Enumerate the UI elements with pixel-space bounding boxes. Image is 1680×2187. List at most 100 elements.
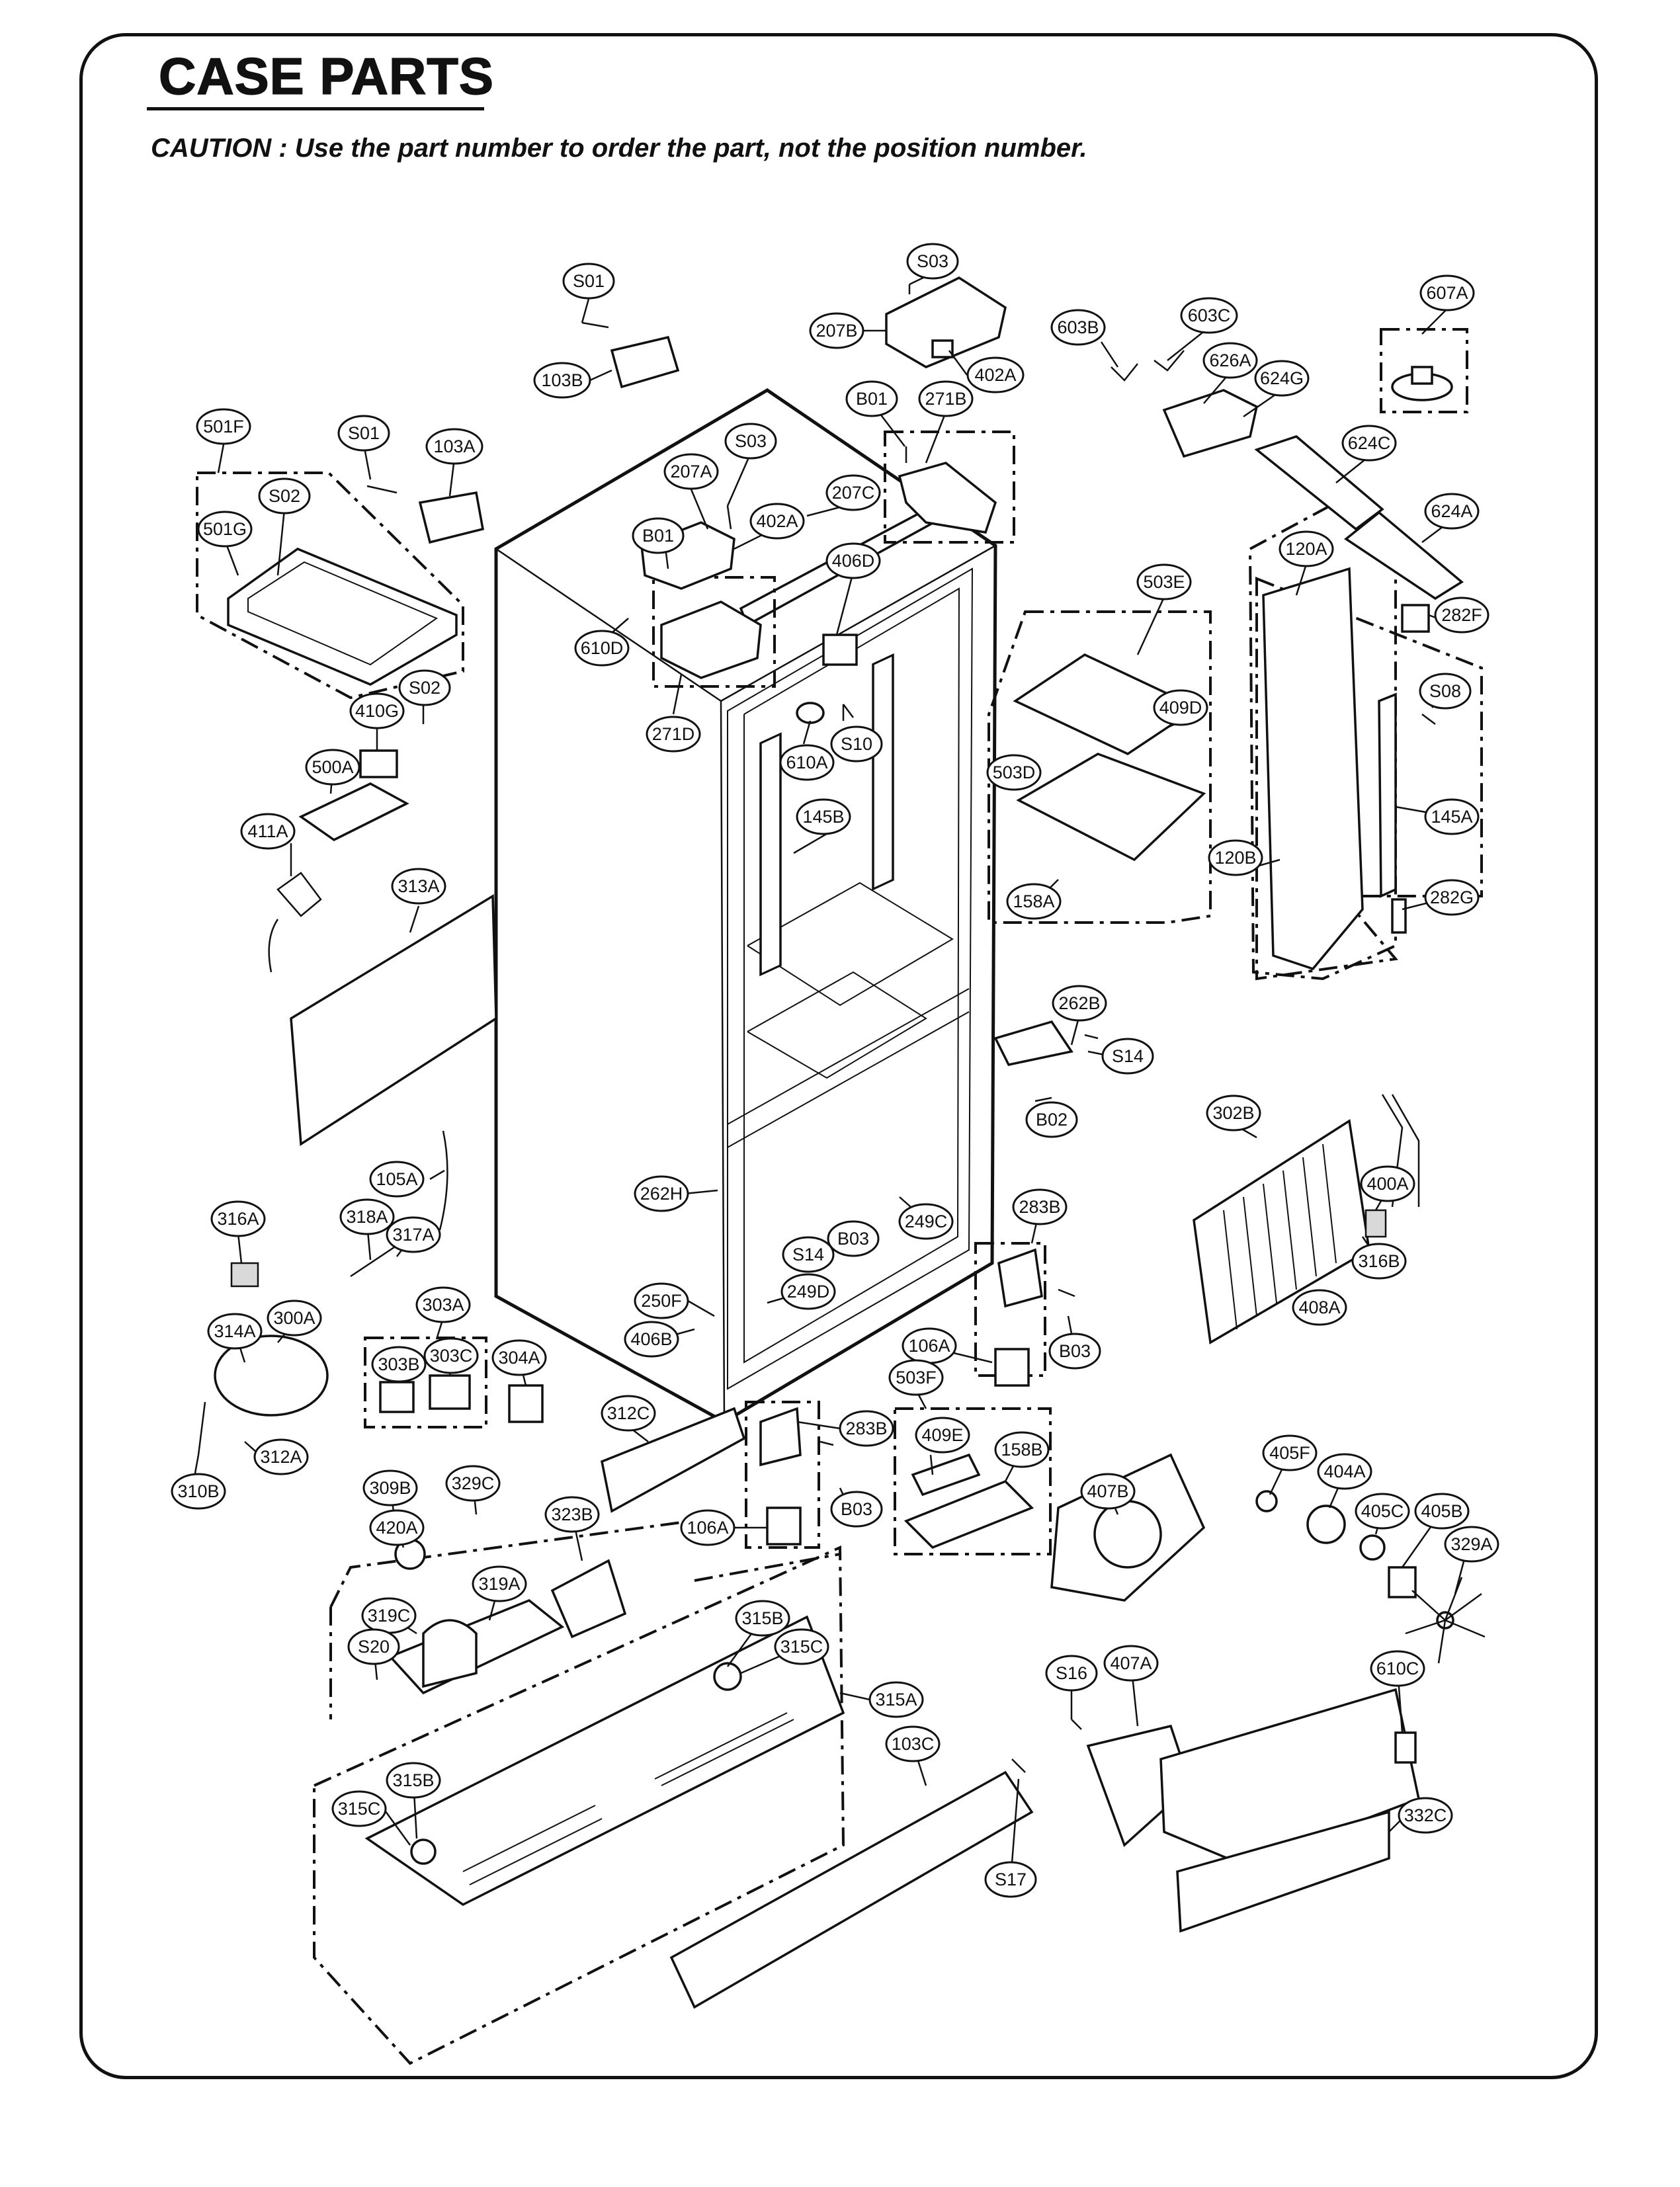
svg-text:312C: 312C — [607, 1403, 650, 1423]
callout-label: 407A — [1103, 1645, 1159, 1682]
callout-label: 409E — [915, 1417, 970, 1454]
callout-label: 120A — [1279, 530, 1334, 567]
svg-text:B03: B03 — [837, 1229, 869, 1249]
callout-label: 158A — [1006, 883, 1062, 920]
svg-text:158B: 158B — [1001, 1440, 1042, 1460]
callout-label: 316A — [210, 1200, 266, 1237]
svg-text:145B: 145B — [802, 807, 844, 827]
svg-text:315C: 315C — [780, 1637, 823, 1657]
svg-text:105A: 105A — [376, 1169, 417, 1189]
svg-text:158A: 158A — [1013, 891, 1054, 911]
callout-label: 610C — [1370, 1650, 1425, 1687]
callout-label: 314A — [207, 1313, 263, 1350]
callout-label: 624A — [1424, 493, 1480, 530]
svg-text:316A: 316A — [217, 1209, 259, 1229]
svg-text:282F: 282F — [1441, 605, 1482, 625]
svg-text:405C: 405C — [1361, 1501, 1404, 1521]
callout-label: 313A — [391, 868, 446, 905]
callout-label: 624G — [1254, 360, 1310, 397]
callout-label: 501F — [196, 408, 251, 445]
svg-text:503F: 503F — [896, 1368, 937, 1387]
callout-label: S14 — [1101, 1038, 1154, 1075]
callout-label: 405B — [1414, 1493, 1470, 1530]
callout-label: 303A — [415, 1286, 471, 1323]
svg-text:282G: 282G — [1430, 887, 1474, 907]
callout-label: 317A — [386, 1216, 441, 1253]
callout-label: 316B — [1351, 1243, 1407, 1280]
svg-text:S03: S03 — [917, 251, 948, 271]
svg-text:408A: 408A — [1298, 1298, 1340, 1317]
svg-text:B01: B01 — [642, 526, 674, 546]
callout-label: 158B — [994, 1431, 1050, 1468]
svg-text:207B: 207B — [816, 321, 857, 341]
svg-text:S14: S14 — [1112, 1046, 1144, 1066]
callout-label: S10 — [830, 725, 883, 763]
callout-label: 303C — [423, 1337, 479, 1374]
svg-text:607A: 607A — [1426, 283, 1468, 303]
callout-label: 400A — [1360, 1165, 1415, 1202]
svg-text:410G: 410G — [355, 701, 399, 721]
svg-text:400A: 400A — [1366, 1174, 1408, 1194]
svg-text:314A: 314A — [214, 1321, 255, 1341]
callout-label: 283B — [1012, 1188, 1068, 1225]
callout-label: S02 — [398, 669, 451, 706]
callout-label: 145A — [1424, 798, 1480, 835]
callout-label: 402A — [749, 503, 805, 540]
callout-label: 103C — [885, 1725, 941, 1762]
svg-text:S17: S17 — [995, 1870, 1027, 1889]
callout-label: S08 — [1419, 673, 1472, 710]
svg-text:103A: 103A — [433, 436, 475, 456]
callout-label: 312A — [253, 1438, 309, 1475]
callout-label: 607A — [1419, 274, 1475, 311]
callout-label: 207A — [663, 453, 719, 490]
callout-label: 120B — [1208, 839, 1263, 876]
diagram-frame — [79, 33, 1598, 2079]
svg-text:S01: S01 — [573, 271, 605, 291]
svg-text:323B: 323B — [551, 1505, 593, 1524]
svg-text:626A: 626A — [1209, 351, 1251, 370]
svg-text:317A: 317A — [392, 1225, 434, 1245]
callout-label: 249D — [780, 1273, 836, 1310]
fan-blade-shape — [1405, 1577, 1486, 1664]
callout-label: 271D — [646, 716, 701, 753]
callout-label: 610A — [779, 744, 835, 781]
callout-label: 329A — [1444, 1526, 1499, 1563]
callout-label: S02 — [258, 477, 311, 515]
callout-label: 626A — [1202, 342, 1258, 379]
callout-label: 405F — [1262, 1434, 1318, 1471]
callout-label: S16 — [1045, 1655, 1098, 1692]
callout-label: S01 — [337, 415, 390, 452]
callout-label: 503D — [986, 754, 1042, 791]
callout-label: 105A — [369, 1161, 425, 1198]
callout-label: 315B — [735, 1600, 790, 1637]
callout-label: 405C — [1355, 1493, 1410, 1530]
svg-text:262B: 262B — [1058, 993, 1100, 1013]
svg-text:B01: B01 — [856, 389, 888, 409]
callout-label: B03 — [1048, 1333, 1101, 1370]
svg-text:406B: 406B — [630, 1329, 672, 1349]
svg-text:411A: 411A — [247, 821, 288, 841]
callout-label: 207B — [809, 312, 864, 349]
svg-text:B03: B03 — [1059, 1341, 1091, 1361]
callout-label: 503F — [888, 1359, 944, 1396]
callout-label: 310B — [171, 1473, 226, 1510]
svg-text:262H: 262H — [640, 1184, 683, 1204]
svg-text:S01: S01 — [348, 423, 380, 443]
svg-text:319C: 319C — [368, 1606, 411, 1626]
callout-label: 603B — [1050, 309, 1106, 346]
svg-text:319A: 319A — [478, 1574, 520, 1594]
callout-label: 402A — [966, 356, 1025, 393]
callout-label: 409D — [1153, 689, 1208, 726]
svg-text:207A: 207A — [670, 462, 712, 481]
svg-text:610D: 610D — [581, 638, 624, 658]
callout-label: 323B — [544, 1496, 600, 1533]
callout-label: 332C — [1398, 1797, 1453, 1834]
svg-text:B02: B02 — [1036, 1110, 1068, 1130]
callout-label: S17 — [984, 1861, 1037, 1898]
svg-text:624G: 624G — [1260, 368, 1304, 388]
svg-text:624A: 624A — [1431, 501, 1472, 521]
callout-label: S03 — [724, 423, 777, 460]
svg-text:303C: 303C — [430, 1346, 473, 1366]
callout-label: 319A — [472, 1565, 527, 1602]
svg-text:329A: 329A — [1450, 1534, 1492, 1554]
